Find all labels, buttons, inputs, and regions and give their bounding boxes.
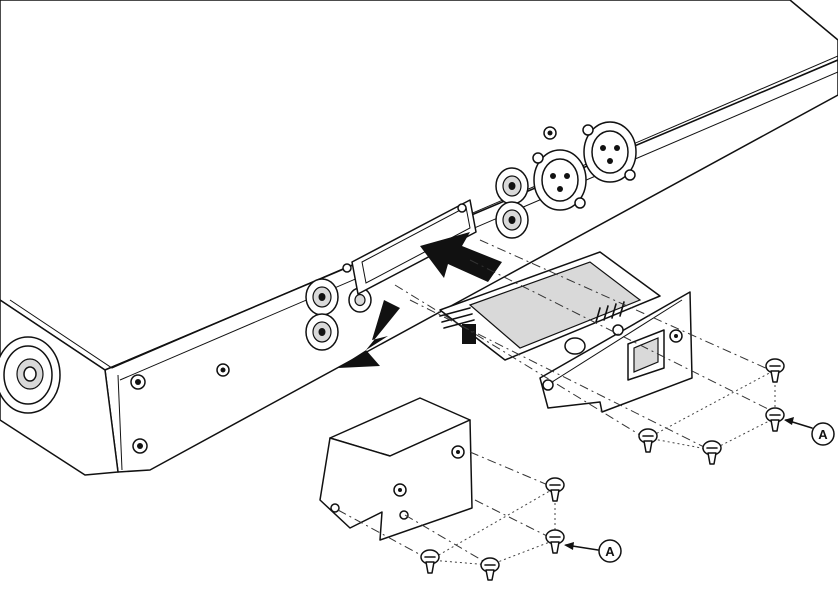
xlr-connector [583, 122, 636, 182]
rca-jack [306, 279, 338, 315]
screw [703, 441, 721, 464]
callout-a-lower: A [564, 540, 621, 562]
blank-panel [320, 398, 472, 540]
screw [546, 478, 564, 501]
screw [639, 429, 657, 452]
chassis-screw [131, 375, 145, 389]
chassis-screw [133, 439, 147, 453]
rca-jack [306, 314, 338, 350]
rca-jack [496, 202, 528, 238]
screw [421, 550, 439, 573]
screw [546, 530, 564, 553]
callout-a-upper: A [784, 417, 834, 445]
rca-jack [496, 168, 528, 204]
speakon-connector [0, 337, 60, 413]
screw [766, 408, 784, 431]
screw [481, 558, 499, 580]
callout-a-upper-label: A [818, 427, 828, 442]
callout-a-lower-label: A [605, 544, 615, 559]
chassis-screw [544, 127, 556, 139]
screw [766, 359, 784, 382]
chassis-screw [217, 364, 229, 376]
xlr-connector [533, 150, 586, 210]
